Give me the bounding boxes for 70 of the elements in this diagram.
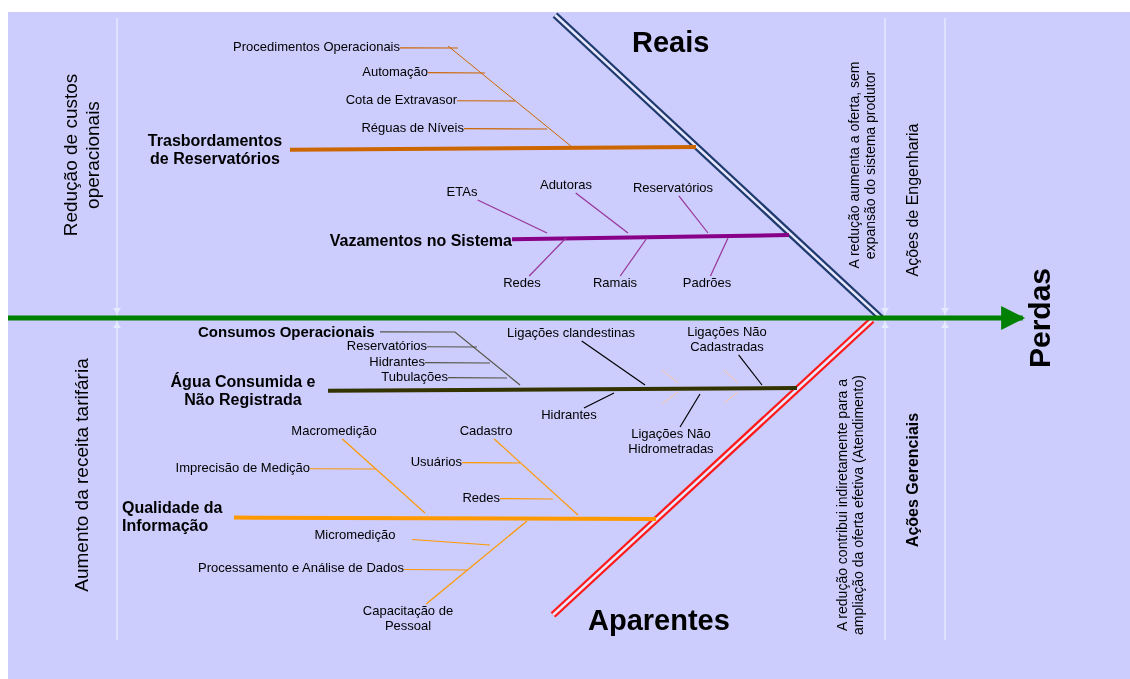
cause-bone (463, 128, 548, 130)
cause-text: Adutoras (532, 178, 600, 193)
side-label: Aumento da receita tarifária (71, 357, 93, 594)
cause-bone (528, 237, 567, 277)
cause-text: Ligações clandestinas (488, 326, 654, 341)
cause-bone (619, 237, 648, 277)
bone-title: Aparentes (588, 604, 730, 638)
cause-text: Redes (448, 491, 500, 506)
cause-text: Padrões (675, 276, 739, 291)
cause-bone (403, 568, 468, 571)
cause-bone (709, 237, 729, 277)
note-text: A redução aumenta a oferta, sem expansão do sistema produtor (845, 60, 879, 271)
note-text: A redução contribui indiretamente para a ampliação da oferta efetiva (Atendimento) (833, 374, 867, 636)
cause-bone (447, 377, 508, 379)
cause-text: Reservatórios (620, 181, 726, 196)
cause-text: Ligações Não Hidrometradas (613, 427, 729, 457)
cause-bone (499, 498, 554, 500)
category-title: Consumos Operacionais (198, 323, 380, 341)
cause-text: Ramais (588, 276, 642, 291)
cause-text: Reservatórios (308, 339, 427, 354)
category-title: Vazamentos no Sistema (250, 232, 512, 251)
cause-text: Tubulações (358, 370, 448, 385)
cause-text: Automação (344, 65, 428, 80)
cause-text: Hidrantes (348, 355, 425, 370)
cause-text: Capacitação de Pessoal (362, 604, 454, 634)
cause-bone (309, 468, 376, 470)
category-bone (328, 386, 797, 393)
cause-text: Hidrantes (536, 408, 602, 423)
cause-bone (379, 331, 521, 386)
side-label: Ações de Engenharia (903, 122, 922, 279)
cause-text: Ligações Não Cadastradas (670, 325, 784, 355)
side-label: Ações Gerenciais (903, 411, 922, 550)
category-title: Água Consumida e Não Registrada (158, 373, 328, 410)
cause-bone (461, 462, 521, 464)
cause-bone (426, 346, 478, 348)
side-label: Redução de custos operacionais (60, 72, 104, 239)
cause-bone (424, 362, 491, 364)
cause-bone (575, 192, 629, 234)
cause-text: Processamento e Análise de Dados (144, 561, 404, 576)
cause-text: Cota de Extravasor (312, 93, 457, 108)
cause-text: Imprecisão de Medição (136, 461, 310, 476)
category-bone (290, 145, 696, 152)
cause-bone (738, 354, 763, 386)
cause-text: Usuários (392, 455, 462, 470)
cause-bone (583, 392, 615, 409)
cause-bone (427, 72, 486, 74)
cause-bone (581, 340, 646, 386)
cause-bone (493, 438, 579, 516)
bone-title: Reais (632, 26, 710, 60)
cause-bone (399, 47, 459, 49)
category-bone (511, 233, 790, 242)
cause-bone (679, 393, 701, 428)
cause-text: Procedimentos Operacionais (228, 40, 400, 55)
cause-bone (678, 195, 709, 234)
category-title: Trasbordamentos de Reservatórios (140, 132, 290, 169)
cause-text: Macromedição (278, 424, 390, 439)
effect-title: Perdas (1022, 258, 1058, 378)
cause-text: ETAs (440, 185, 484, 200)
cause-text: Cadastro (448, 424, 524, 439)
cause-bone (456, 100, 516, 102)
cause-bone (477, 199, 548, 234)
cause-text: Redes (497, 276, 547, 291)
category-title: Qualidade da Informação (122, 499, 234, 536)
category-bone (234, 515, 656, 521)
cause-text: Réguas de Níveis (332, 121, 464, 136)
cause-bone (411, 538, 491, 546)
spine-arrow (8, 306, 1026, 330)
cause-text: Micromedição (298, 528, 412, 543)
cause-bone (425, 520, 528, 605)
cause-bone (341, 438, 426, 514)
